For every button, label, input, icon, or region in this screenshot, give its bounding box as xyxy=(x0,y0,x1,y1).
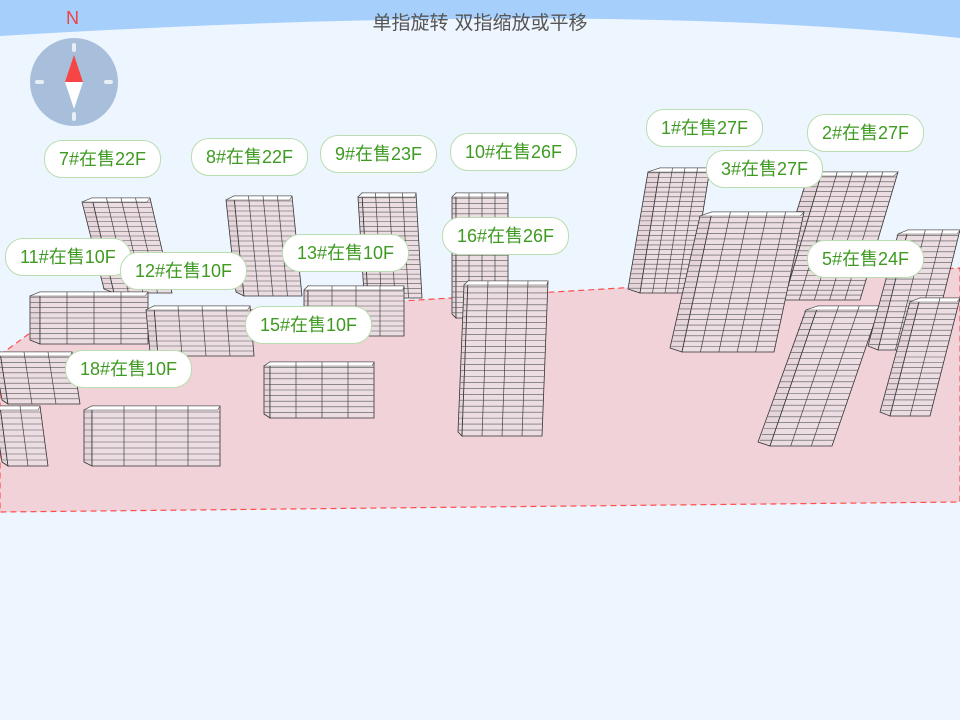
buildings-layer xyxy=(0,167,960,467)
building-label-13[interactable]: 13#在售10F xyxy=(282,234,410,272)
building-label-18[interactable]: 18#在售10F xyxy=(65,350,193,388)
building-model[interactable] xyxy=(29,291,149,345)
building-model[interactable] xyxy=(0,351,81,405)
building-label-12[interactable]: 12#在售10F xyxy=(120,252,248,290)
building-label-5[interactable]: 5#在售24F xyxy=(807,240,925,278)
gesture-hint: 单指旋转 双指缩放或平移 xyxy=(372,12,588,34)
building-model[interactable] xyxy=(457,279,549,437)
building-label-2[interactable]: 2#在售27F xyxy=(807,114,925,152)
building-label-16[interactable]: 16#在售26F xyxy=(442,217,570,255)
building-label-11[interactable]: 11#在售10F xyxy=(5,238,131,276)
building-model[interactable] xyxy=(145,305,255,357)
building-model[interactable] xyxy=(83,405,221,467)
sky-band xyxy=(0,0,960,38)
building-label-7[interactable]: 7#在售22F xyxy=(44,140,162,178)
building-label-15[interactable]: 15#在售10F xyxy=(245,306,373,344)
compass-icon[interactable] xyxy=(30,38,118,126)
building-model[interactable] xyxy=(757,305,881,447)
building-model[interactable] xyxy=(669,211,805,353)
building-label-1[interactable]: 1#在售27F xyxy=(646,109,764,147)
building-model[interactable] xyxy=(0,405,49,467)
building-label-8[interactable]: 8#在售22F xyxy=(191,138,309,176)
building-model[interactable] xyxy=(263,361,375,419)
building-label-3[interactable]: 3#在售27F xyxy=(706,150,824,188)
building-label-9[interactable]: 9#在售23F xyxy=(320,135,438,173)
building-label-10[interactable]: 10#在售26F xyxy=(450,133,578,171)
building-model[interactable] xyxy=(879,297,960,417)
north-label: N xyxy=(66,8,79,28)
